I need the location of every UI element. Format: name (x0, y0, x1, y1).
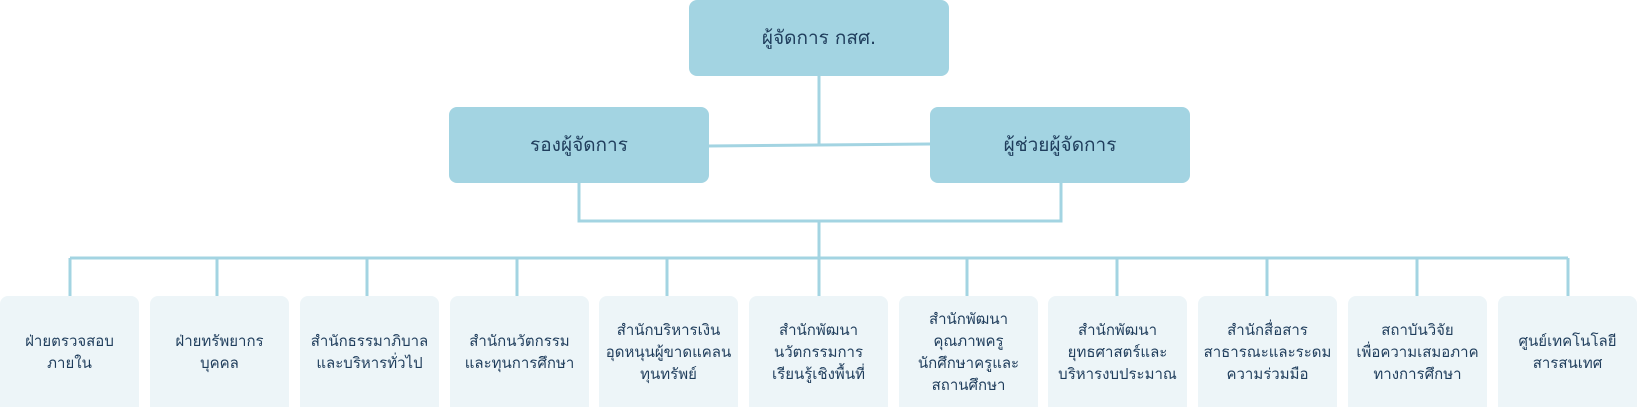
unit-information-technology: ศูนย์เทคโนโลยี สารสนเทศ (1498, 296, 1637, 407)
unit-public-communication: สำนักสื่อสาร สาธารณะและระดม ความร่วมมือ (1198, 296, 1337, 407)
unit-equity-research-institute: สถาบันวิจัย เพื่อความเสมอภาค ทางการศึกษา (1348, 296, 1487, 407)
unit-subsidy-management: สำนักบริหารเงิน อุดหนุนผู้ขาดแคลน ทุนทรั… (599, 296, 738, 407)
unit-human-resources: ฝ่ายทรัพยากร บุคคล (150, 296, 289, 407)
root-manager-box: ผู้จัดการ กสศ. (689, 0, 949, 76)
unit-innovation-scholarship: สำนักนวัตกรรม และทุนการศึกษา (450, 296, 589, 407)
deputy-manager-box: รองผู้จัดการ (449, 107, 709, 183)
assistant-manager-box: ผู้ช่วยผู้จัดการ (930, 107, 1190, 183)
unit-teacher-quality: สำนักพัฒนา คุณภาพครู นักศึกษาครูและ สถาน… (899, 296, 1038, 407)
connector-deputy-assistant (707, 142, 931, 148)
unit-strategy-budget: สำนักพัฒนา ยุทธศาสตร์และ บริหารงบประมาณ (1048, 296, 1187, 407)
connector-mid-bracket (577, 182, 1063, 223)
unit-area-learning-innovation: สำนักพัฒนา นวัตกรรมการ เรียนรู้เชิงพื้นท… (749, 296, 888, 407)
unit-internal-audit: ฝ่ายตรวจสอบ ภายใน (0, 296, 139, 407)
unit-governance-admin: สำนักธรรมาภิบาล และบริหารทั่วไป (300, 296, 439, 407)
